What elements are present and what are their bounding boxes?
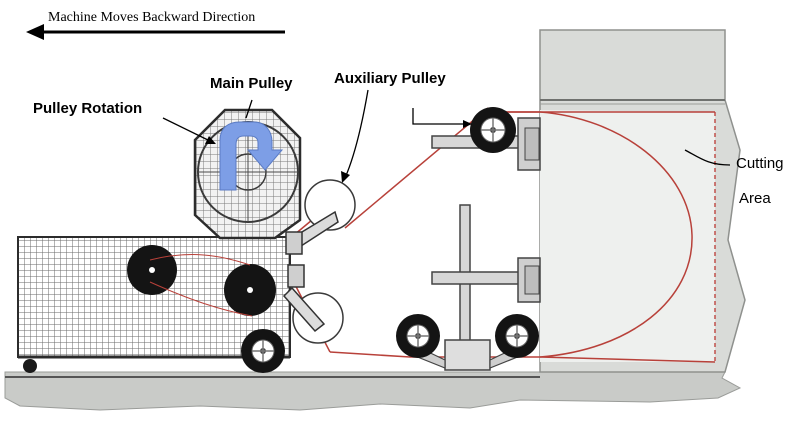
pulley-rotation-arrow bbox=[219, 121, 284, 191]
concrete-block bbox=[539, 29, 746, 373]
lower-pulley-left bbox=[396, 314, 440, 358]
wire-drum-left bbox=[127, 245, 177, 295]
area-label: Area bbox=[739, 190, 771, 207]
auxiliary-pulley-assembly-upper bbox=[431, 107, 541, 171]
leader-lines bbox=[162, 89, 731, 179]
trolley-small-wheel bbox=[23, 359, 37, 373]
ground bbox=[0, 371, 800, 441]
guide-pulley-upper bbox=[285, 179, 356, 255]
main-pulley-label: Main Pulley bbox=[210, 75, 293, 92]
direction-arrow bbox=[26, 24, 285, 40]
auxiliary-pulley bbox=[470, 107, 516, 153]
lower-pulley-stand bbox=[396, 204, 541, 371]
cutting-area-region bbox=[540, 110, 715, 362]
leader-arrowheads bbox=[205, 120, 472, 183]
lower-pulley-right bbox=[495, 314, 539, 358]
wire-drum-right bbox=[224, 264, 276, 316]
trolley-frame bbox=[17, 236, 291, 373]
guide-pulley-lower bbox=[282, 264, 344, 344]
auxiliary-pulley-label: Auxiliary Pulley bbox=[334, 70, 446, 87]
cutting-label: Cutting bbox=[736, 155, 784, 172]
pulley-rotation-label: Pulley Rotation bbox=[33, 100, 142, 117]
direction-label: Machine Moves Backward Direction bbox=[48, 10, 255, 25]
trolley-wheel bbox=[241, 329, 285, 373]
